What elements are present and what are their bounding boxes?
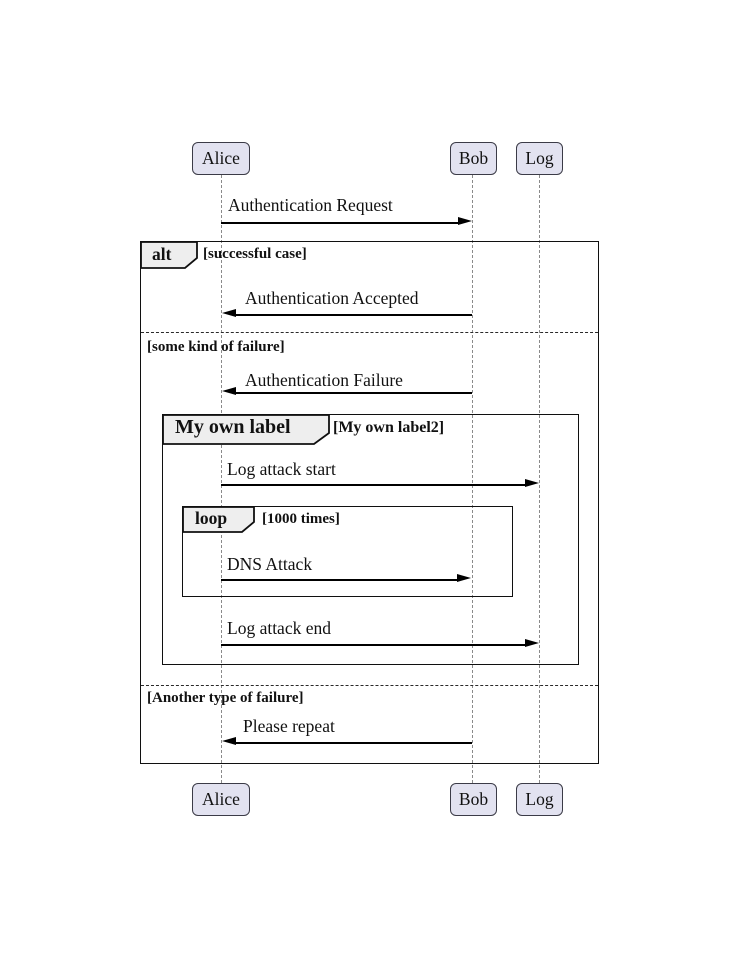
arrowhead-right-icon bbox=[525, 479, 539, 487]
arrowhead-left-icon bbox=[222, 309, 236, 317]
actor-alice-top: Alice bbox=[192, 142, 250, 175]
actor-alice-bottom-label: Alice bbox=[202, 789, 240, 809]
message-auth-accepted-line bbox=[235, 314, 472, 316]
alt-divider-1 bbox=[141, 332, 598, 333]
arrowhead-left-icon bbox=[222, 387, 236, 395]
arrowhead-right-icon bbox=[458, 217, 472, 225]
arrowhead-right-icon bbox=[525, 639, 539, 647]
message-auth-request: Authentication Request bbox=[228, 195, 393, 215]
alt-divider-1-label: [some kind of failure] bbox=[147, 339, 285, 355]
message-auth-accepted: Authentication Accepted bbox=[245, 288, 419, 308]
group-condition: [My own label2] bbox=[333, 419, 445, 436]
loop-frame bbox=[182, 506, 513, 597]
alt-divider-2-label: [Another type of failure] bbox=[147, 690, 304, 706]
message-please-repeat-line bbox=[235, 742, 472, 744]
actor-log-bottom: Log bbox=[516, 783, 563, 816]
actor-alice-bottom: Alice bbox=[192, 783, 250, 816]
message-auth-request-line bbox=[221, 222, 459, 224]
group-frame bbox=[162, 414, 579, 665]
message-log-attack-end-line bbox=[221, 644, 526, 646]
loop-condition: [1000 times] bbox=[262, 511, 340, 527]
actor-bob-bottom: Bob bbox=[450, 783, 497, 816]
alt-keyword: alt bbox=[152, 244, 172, 264]
arrowhead-right-icon bbox=[457, 574, 471, 582]
loop-frame-label-pentagon bbox=[182, 506, 255, 533]
actor-log-bottom-label: Log bbox=[525, 789, 554, 809]
message-dns-attack: DNS Attack bbox=[227, 554, 313, 574]
message-log-attack-start-line bbox=[221, 484, 526, 486]
lifeline-bob bbox=[472, 175, 473, 783]
message-please-repeat: Please repeat bbox=[243, 716, 335, 736]
lifeline-alice bbox=[221, 175, 222, 783]
alt-divider-2 bbox=[141, 685, 598, 686]
arrowhead-left-icon bbox=[222, 737, 236, 745]
message-auth-failure: Authentication Failure bbox=[245, 370, 403, 390]
actor-log-top: Log bbox=[516, 142, 563, 175]
alt-frame-label-pentagon bbox=[140, 241, 198, 269]
actor-bob-top-label: Bob bbox=[458, 148, 489, 168]
message-log-attack-start: Log attack start bbox=[227, 459, 336, 479]
lifeline-log bbox=[539, 175, 540, 783]
loop-keyword: loop bbox=[195, 508, 228, 528]
message-auth-failure-line bbox=[235, 392, 472, 394]
message-dns-attack-line bbox=[221, 579, 458, 581]
actor-alice-top-label: Alice bbox=[202, 148, 240, 168]
group-keyword: My own label bbox=[175, 416, 291, 438]
group-frame-label-pentagon bbox=[162, 414, 330, 445]
message-log-attack-end: Log attack end bbox=[227, 618, 331, 638]
actor-log-top-label: Log bbox=[525, 148, 554, 168]
alt-frame bbox=[140, 241, 599, 764]
alt-condition: [successful case] bbox=[203, 246, 307, 262]
actor-bob-top: Bob bbox=[450, 142, 497, 175]
actor-bob-bottom-label: Bob bbox=[458, 789, 489, 809]
